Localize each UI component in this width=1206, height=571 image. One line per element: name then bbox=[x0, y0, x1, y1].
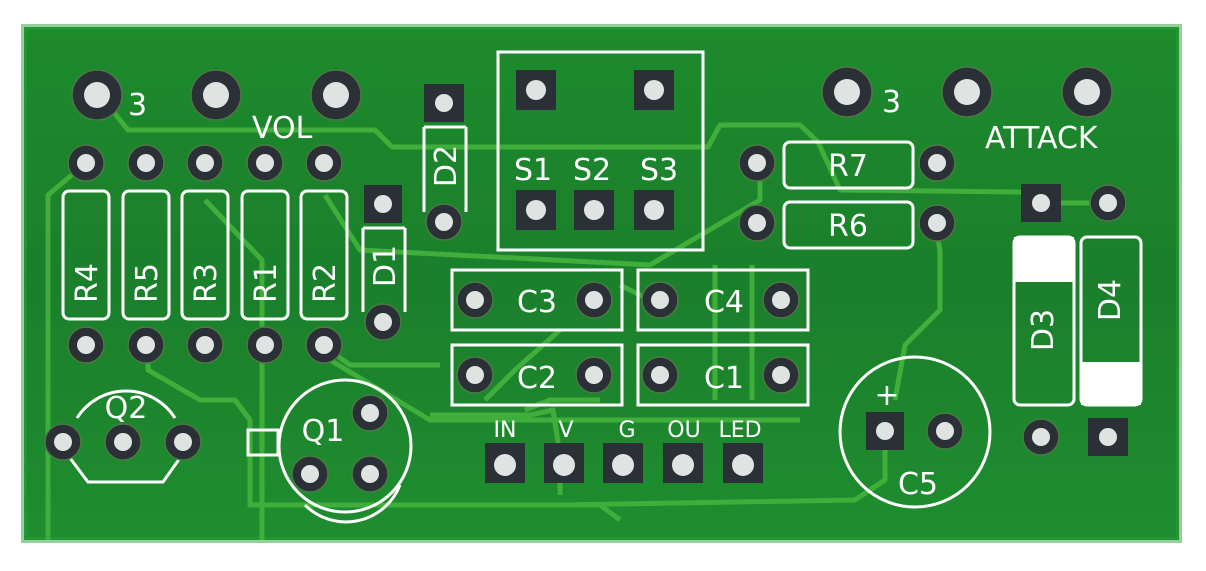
s1-label: S1 bbox=[514, 153, 552, 188]
capacitor-c5: + C5 bbox=[838, 355, 992, 509]
ou-label: OU bbox=[667, 418, 700, 443]
resistor-array: R4 R5 R3 R1 R2 bbox=[61, 144, 349, 364]
svg-text:D1: D1 bbox=[368, 245, 403, 287]
capacitor-c3: C3 bbox=[450, 268, 624, 332]
svg-text:C1: C1 bbox=[704, 361, 744, 396]
resistor-r2: R2 bbox=[299, 144, 349, 364]
resistor-r7: R7 bbox=[738, 140, 956, 190]
potentiometer-vol: 3 VOL bbox=[71, 69, 362, 146]
resistor-r6: R6 bbox=[738, 200, 956, 250]
capacitor-c2: C2 bbox=[450, 343, 624, 407]
svg-text:D3: D3 bbox=[1026, 309, 1061, 351]
diode-d2: D2 bbox=[422, 84, 468, 241]
resistor-r5: R5 bbox=[121, 144, 171, 364]
svg-text:C3: C3 bbox=[517, 285, 557, 320]
vol-pin3-label: 3 bbox=[128, 88, 147, 123]
svg-text:Q2: Q2 bbox=[105, 391, 148, 426]
diode-d4: D4 bbox=[1079, 184, 1143, 456]
transistor-q1: Q1 bbox=[246, 378, 413, 524]
svg-text:C4: C4 bbox=[704, 285, 744, 320]
s2-label: S2 bbox=[573, 153, 611, 188]
svg-text:C5: C5 bbox=[898, 467, 938, 502]
potentiometer-attack: 3 ATTACK bbox=[821, 66, 1113, 156]
capacitor-c4: C4 bbox=[636, 268, 810, 332]
switch-footprint: S1 S2 S3 bbox=[496, 50, 705, 252]
connector-strip: IN V G OU LED bbox=[485, 418, 763, 483]
svg-text:C2: C2 bbox=[517, 361, 557, 396]
svg-text:R3: R3 bbox=[189, 263, 224, 303]
svg-text:D2: D2 bbox=[429, 145, 464, 187]
diode-d1: D1 bbox=[361, 185, 407, 341]
c5-polarity-mark: + bbox=[874, 378, 899, 413]
resistor-r4: R4 bbox=[61, 144, 111, 364]
resistor-r1: R1 bbox=[240, 144, 290, 364]
svg-text:Q1: Q1 bbox=[302, 414, 345, 449]
g-label: G bbox=[618, 418, 635, 443]
resistor-r3: R3 bbox=[180, 144, 230, 364]
svg-text:R2: R2 bbox=[308, 263, 343, 303]
svg-text:R7: R7 bbox=[828, 149, 868, 184]
led-label: LED bbox=[718, 418, 761, 443]
svg-text:D4: D4 bbox=[1093, 279, 1128, 321]
capacitor-c1: C1 bbox=[636, 343, 810, 407]
svg-text:R6: R6 bbox=[828, 209, 868, 244]
in-label: IN bbox=[494, 418, 517, 443]
svg-text:R4: R4 bbox=[70, 263, 105, 303]
vol-label: VOL bbox=[252, 111, 313, 146]
svg-text:R1: R1 bbox=[249, 263, 284, 303]
pcb-edge bbox=[21, 24, 1182, 543]
svg-text:R5: R5 bbox=[130, 263, 165, 303]
attack-pin3-label: 3 bbox=[882, 85, 901, 120]
v-label: V bbox=[558, 418, 573, 443]
diode-d3: D3 bbox=[1012, 184, 1076, 456]
s3-label: S3 bbox=[640, 153, 678, 188]
transistor-q2: Q2 bbox=[44, 389, 202, 484]
attack-label: ATTACK bbox=[985, 121, 1099, 156]
